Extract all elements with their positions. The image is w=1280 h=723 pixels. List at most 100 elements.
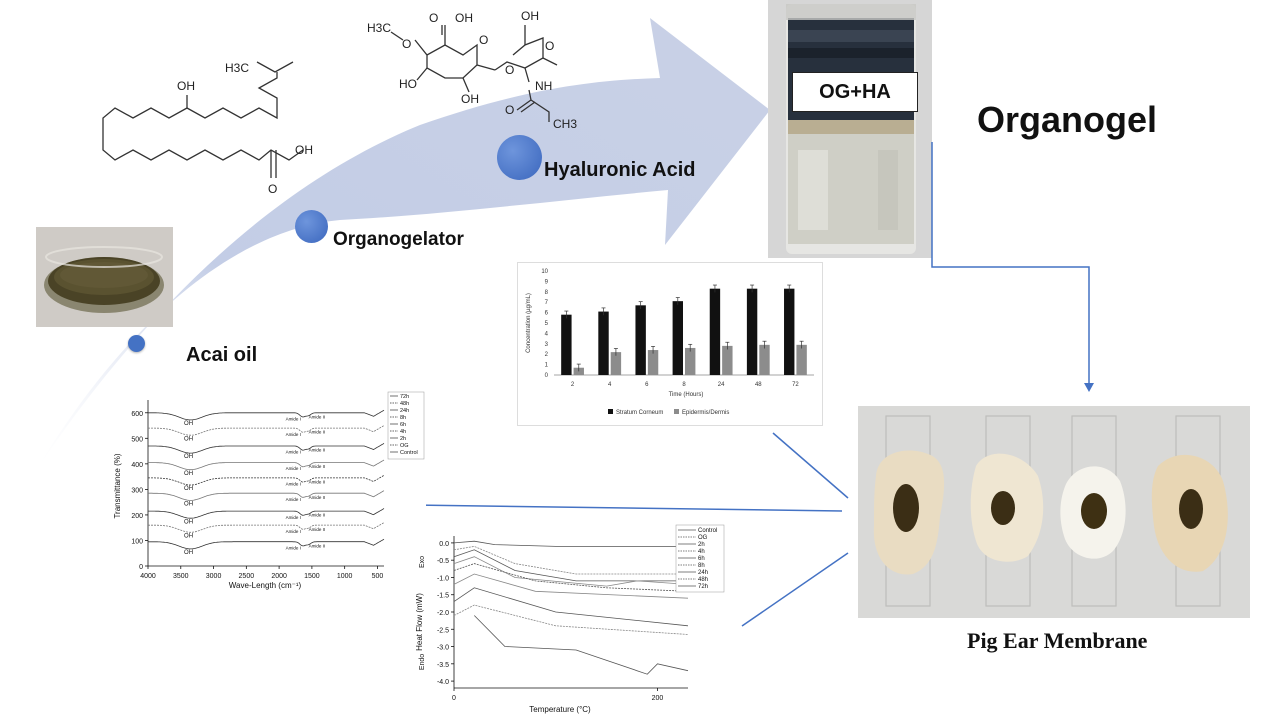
- dsc-y-tick: -3.5: [437, 662, 449, 669]
- cooh-oh-text: OH: [295, 143, 313, 157]
- ftir-y-tick: 100: [131, 538, 143, 545]
- bar-x-tick: 24: [718, 382, 725, 388]
- ftir-x-tick: 4000: [140, 573, 156, 580]
- ha-oh-bottom: OH: [461, 92, 479, 106]
- ha-o-methoxy: O: [402, 37, 411, 51]
- dsc-series-line: [453, 587, 689, 627]
- ftir-legend-item: 48h: [400, 401, 409, 407]
- ftir-legend-item: 6h: [400, 422, 406, 428]
- ftir-amide1-label: Amide I: [286, 482, 301, 487]
- bar-stratum-corneum: [672, 301, 683, 375]
- bar-stratum-corneum: [598, 311, 609, 375]
- bar-y-tick: 3: [545, 342, 549, 348]
- ftir-x-tick: 3500: [173, 573, 189, 580]
- bar-epidermis-dermis: [685, 347, 696, 375]
- dsc-series-line: [453, 545, 688, 575]
- dsc-chart-panel: Heat Flow (mW) Exo Endo Temperature (°C)…: [412, 522, 730, 718]
- bar-y-tick: 8: [545, 290, 549, 296]
- legend-swatch-sc: [608, 409, 613, 414]
- ha-h3c: H3C: [367, 21, 391, 35]
- dsc-legend-box: [675, 524, 725, 593]
- ftir-x-tick: 1500: [304, 573, 320, 580]
- ftir-series-line: [148, 409, 385, 421]
- dsc-y-tick: -2.0: [437, 610, 449, 617]
- dsc-legend-item: 72h: [698, 584, 708, 590]
- ftir-oh-label: OH: [184, 550, 193, 556]
- bar-y-tick: 5: [545, 321, 549, 327]
- organogelator-dot: [295, 210, 328, 243]
- bar-y-tick: 7: [545, 300, 549, 306]
- ftir-amide2-label: Amide II: [309, 448, 326, 453]
- dsc-legend-item: 4h: [698, 549, 705, 555]
- bar-x-label: Time (Hours): [669, 392, 704, 398]
- ftir-oh-label: OH: [184, 486, 193, 492]
- bar-stratum-corneum: [709, 288, 721, 375]
- ftir-series-line: [147, 538, 385, 550]
- bar-x-tick: 6: [645, 382, 649, 388]
- bar-y-tick: 9: [545, 279, 549, 285]
- organogelator-structure: OH H3C OH O: [102, 61, 313, 196]
- ftir-amide1-label: Amide I: [286, 545, 301, 550]
- dsc-x-label: Temperature (°C): [529, 705, 591, 714]
- acai-dot: [128, 335, 145, 352]
- dsc-legend-item: 6h: [698, 556, 705, 562]
- h3c-text: H3C: [225, 61, 249, 75]
- ha-ring-o2: O: [545, 39, 554, 53]
- bar-y-tick: 1: [545, 363, 549, 369]
- bar-x-tick: 48: [755, 382, 762, 388]
- dsc-exo: Exo: [419, 556, 426, 568]
- ha-oh-top: OH: [521, 9, 539, 23]
- ftir-oh-label: OH: [184, 421, 193, 427]
- dsc-series-line: [474, 615, 689, 675]
- ftir-oh-label: OH: [184, 436, 193, 442]
- ftir-legend-item: 72h: [400, 394, 409, 400]
- dsc-legend-item: 8h: [698, 563, 705, 569]
- ftir-amide2-label: Amide II: [309, 480, 326, 485]
- ftir-series-line: [148, 425, 385, 436]
- ftir-amide2-label: Amide II: [309, 527, 326, 532]
- ftir-series-line: [148, 459, 385, 471]
- bar-epidermis-dermis: [722, 345, 733, 375]
- ftir-oh-label: OH: [184, 501, 193, 507]
- dsc-series-line: [453, 549, 688, 582]
- legend-sc: Stratum Corneum: [616, 410, 663, 416]
- legend-ed: Epidermis/Dermis: [682, 410, 729, 416]
- bar-stratum-corneum: [784, 288, 795, 375]
- organogelator-label: Organogelator: [333, 229, 464, 250]
- dsc-series-line: [453, 573, 689, 599]
- dsc-legend-item: Control: [698, 528, 717, 534]
- dsc-y-tick: -1.5: [437, 593, 449, 600]
- hyaluronic-structure: H3C O O OH O O O HO OH OH NH O CH3: [367, 9, 577, 131]
- jar-label-box: OG+HA: [792, 72, 918, 112]
- dsc-series-line: [453, 563, 689, 592]
- ftir-oh-label: OH: [184, 519, 193, 525]
- ha-ring-o1: O: [479, 33, 488, 47]
- ftir-series-line: [148, 443, 385, 454]
- legend-swatch-ed: [674, 409, 679, 414]
- bar-chart: Concentration (µg/mL) Time (Hours) Strat…: [526, 269, 814, 416]
- ftir-legend-item: 24h: [400, 408, 409, 414]
- dsc-chart: Heat Flow (mW) Exo Endo Temperature (°C)…: [415, 524, 725, 714]
- ftir-series-line: [148, 490, 385, 501]
- ha-nh: NH: [535, 79, 552, 93]
- dsc-y-tick: -3.0: [437, 645, 449, 652]
- dsc-legend-item: 2h: [698, 542, 705, 548]
- bar-x-tick: 4: [608, 382, 612, 388]
- dsc-legend-item: 48h: [698, 577, 708, 583]
- dsc-x-tick: 200: [652, 695, 664, 702]
- bar-epidermis-dermis: [759, 344, 770, 375]
- hyaluronic-dot: [497, 135, 542, 180]
- dsc-series-line: [453, 556, 689, 587]
- ha-ho: HO: [399, 77, 417, 91]
- dsc-endo: Endo: [419, 654, 426, 670]
- ha-ch3: CH3: [553, 117, 577, 131]
- ftir-series-line: [148, 474, 385, 486]
- dsc-series-line: [453, 540, 688, 547]
- ftir-series-line: [147, 522, 385, 533]
- ftir-amide1-label: Amide I: [286, 416, 301, 421]
- bar-y-tick: 10: [541, 269, 548, 275]
- ftir-y-tick: 500: [131, 436, 143, 443]
- dsc-legend-item: OG: [698, 535, 708, 541]
